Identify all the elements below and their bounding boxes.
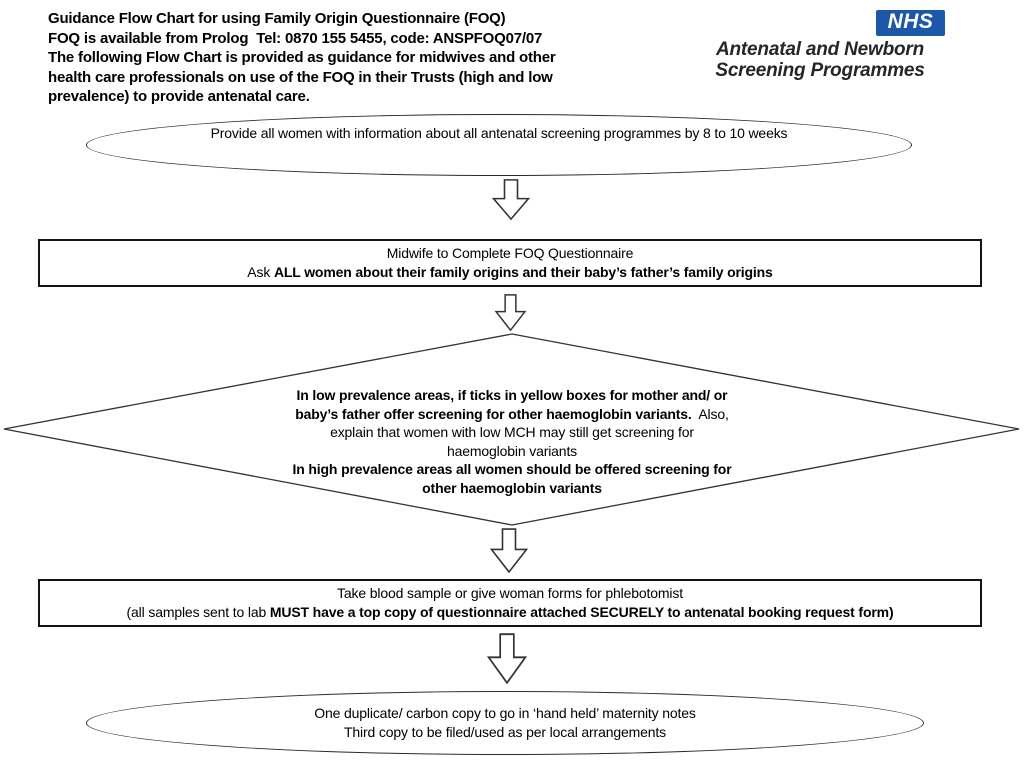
nhs-logo-text: NHS bbox=[887, 10, 934, 33]
page-title: Guidance Flow Chart for using Family Ori… bbox=[48, 10, 556, 105]
node-copies-ellipse: One duplicate/ carbon copy to go in ‘han… bbox=[86, 691, 924, 755]
nhs-logo: NHS bbox=[876, 10, 945, 36]
down-arrow-icon bbox=[494, 294, 527, 331]
decision-diamond-shape bbox=[3, 333, 1020, 526]
node-blood-sample-rect: Take blood sample or give woman forms fo… bbox=[38, 579, 982, 627]
down-arrow-icon bbox=[486, 633, 528, 684]
node-start-ellipse: Provide all women with information about… bbox=[86, 114, 912, 176]
node-decision-diamond: In low prevalence areas, if ticks in yel… bbox=[292, 387, 732, 496]
down-arrow-icon bbox=[491, 179, 531, 220]
down-arrow-icon bbox=[489, 528, 529, 573]
